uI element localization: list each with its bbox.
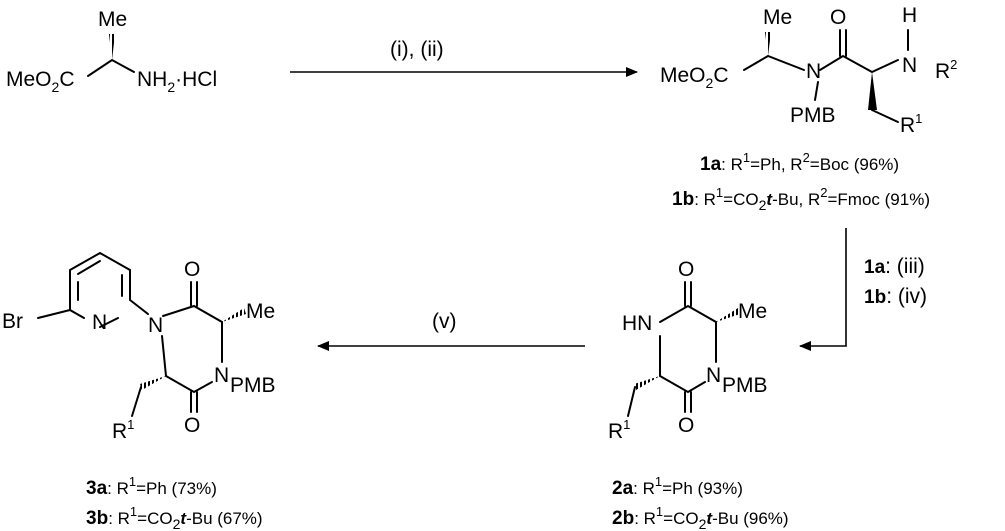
hashed-bond [109, 34, 115, 60]
pyridine-double-bond [77, 260, 123, 301]
atom-pmb: PMB [790, 104, 836, 127]
caption-3b: 3b: R1=CO2t-Bu (67%) [86, 504, 263, 531]
atom-r1: R1 [900, 111, 922, 137]
atom-n: N [92, 311, 107, 334]
caption-2b: 2b: R1=CO2t-Bu (96%) [612, 504, 789, 531]
starting-material: Me MeO2C NH2·HCl [6, 8, 217, 95]
compound-1-structure: Me O H N R2 MeO2C N PMB R1 [660, 4, 957, 137]
atom-me: Me [246, 300, 275, 323]
double-bond [684, 281, 692, 307]
bond [87, 58, 135, 77]
atom-n: N [706, 364, 721, 387]
caption-2a: 2a: R1=Ph (93%) [612, 474, 743, 499]
atom-o: O [678, 414, 694, 437]
atom-hn: HN [622, 312, 652, 335]
caption-1a: 1a: R1=Ph, R2=Boc (96%) [700, 150, 899, 175]
atom-r1: R1 [608, 417, 630, 443]
hashed-bond [222, 308, 246, 322]
atom-n: N [902, 54, 917, 77]
atom-meo2c: MeO2C [660, 64, 728, 91]
bond [871, 109, 899, 123]
double-bond [190, 391, 198, 413]
atom-nh2-hcl: NH2·HCl [137, 68, 217, 95]
atom-o: O [184, 414, 200, 437]
hashed-bond [765, 32, 771, 56]
atom-n: N [148, 314, 163, 337]
caption-3a: 3a: R1=Ph (73%) [86, 474, 217, 499]
bond [743, 54, 805, 71]
step1-label: (i), (ii) [390, 38, 444, 61]
wedge-bond [868, 72, 877, 110]
double-bond [684, 391, 692, 413]
atom-pmb: PMB [722, 374, 768, 397]
bond [37, 309, 71, 319]
atom-r1: R1 [112, 417, 134, 443]
atom-h: H [902, 4, 917, 27]
atom-o: O [184, 258, 200, 281]
bond [627, 386, 636, 417]
atom-n: N [806, 60, 821, 83]
atom-me: Me [738, 300, 767, 323]
reaction-arrow-2 [799, 228, 847, 351]
bond [131, 386, 142, 417]
atom-o: O [830, 6, 846, 29]
hashed-bond [634, 376, 660, 390]
compound-2-structure: O Me HN N PMB O R1 [608, 258, 768, 443]
bond [819, 54, 899, 74]
double-bond [839, 29, 847, 57]
atom-me: Me [98, 8, 127, 31]
atom-r2: R2 [935, 57, 957, 83]
hashed-bond [716, 308, 740, 322]
compound-3-structure: N Br N O Me N PMB O R1 [2, 251, 276, 443]
hashed-bond [140, 376, 166, 390]
double-bond [190, 281, 198, 307]
caption-1b: 1b: R1=CO2t-Bu, R2=Fmoc (91%) [672, 185, 930, 213]
step3-label: (v) [432, 310, 457, 333]
atom-pmb: PMB [230, 374, 276, 397]
step2b-label: 1b: (iv) [864, 285, 927, 308]
atom-o: O [678, 258, 694, 281]
atom-me: Me [763, 6, 792, 29]
atom-meo2c: MeO2C [6, 68, 74, 95]
ring-bond [161, 304, 223, 394]
step2a-label: 1a: (iii) [864, 255, 925, 278]
ring-bond [659, 304, 717, 394]
atom-br: Br [2, 310, 23, 333]
atom-n: N [214, 364, 229, 387]
bond [129, 299, 149, 315]
bond [814, 81, 819, 101]
